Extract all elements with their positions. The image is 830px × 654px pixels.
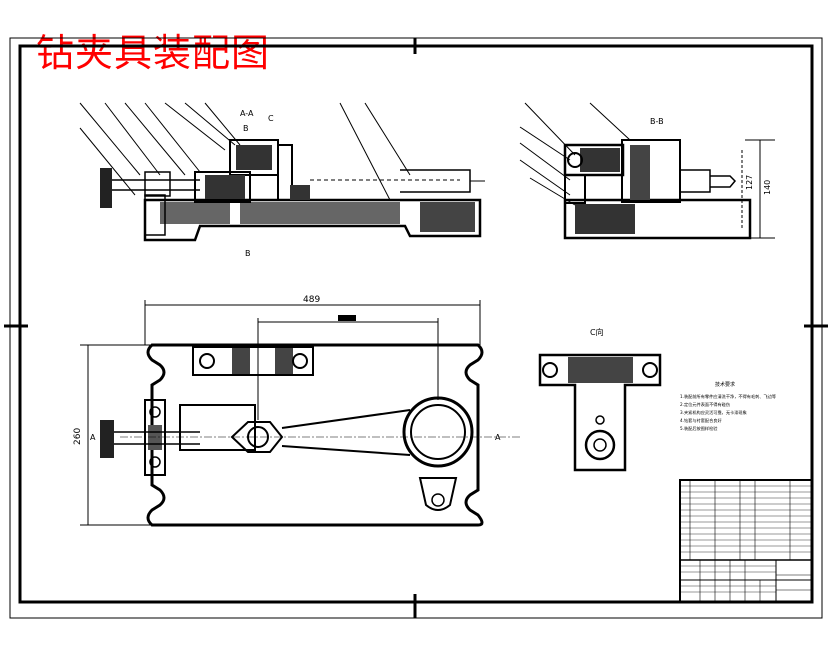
dimension-260: 260 (73, 428, 83, 445)
tech-line-1: 1.装配前所有零件应清洗干净，不得有毛刺、飞边等 (680, 393, 776, 400)
side-section-view (519, 102, 775, 240)
section-bb-label: B-B (650, 117, 664, 126)
marker-b-bottom: B (245, 249, 251, 258)
marker-c: C (268, 114, 274, 123)
marker-a-right: A (495, 433, 501, 442)
view-c-label: C向 (590, 327, 604, 337)
tech-line-3: 3.夹紧机构应灵活可靠，无卡滞现象 (680, 409, 747, 416)
title-block-rows (680, 485, 812, 593)
title-block (679, 479, 813, 603)
plan-view (80, 300, 520, 527)
tech-line-4: 4.钻套与衬套配合良好 (680, 417, 722, 424)
dimension-489: 489 (303, 295, 320, 305)
tech-line-2: 2.定位元件表面不得有碰伤 (680, 401, 730, 408)
view-c (538, 353, 662, 472)
section-aa-label: A-A (240, 109, 254, 118)
tech-heading: 技术要求 (715, 381, 735, 388)
marker-b-top: B (243, 124, 249, 133)
front-section-view (79, 102, 485, 242)
dimension-127: 127 (745, 175, 754, 190)
dimension-140: 140 (763, 180, 772, 195)
dimension-bore-spacing-box (338, 315, 356, 321)
marker-a-left: A (90, 433, 96, 442)
outer-border (9, 37, 823, 619)
drawing-title: 钻夹具装配图 (36, 31, 271, 75)
tech-line-5: 5.装配后按图样检验 (680, 425, 718, 432)
